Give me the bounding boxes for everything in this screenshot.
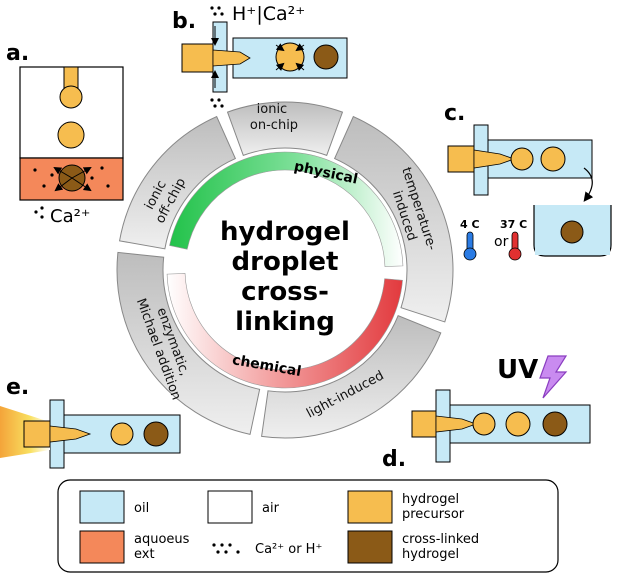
- legend-aqueous-2: ext: [134, 547, 155, 562]
- legend-crosslinked-2: hydrogel: [402, 547, 459, 562]
- legend: oil air hydrogel precursor aquoeus ext C…: [57, 479, 559, 573]
- panel-b-label: b.: [172, 9, 196, 34]
- center-title-4: linking: [235, 307, 335, 337]
- segment-temperature-induced: [333, 115, 454, 323]
- temp-cold: 4 C: [460, 218, 480, 231]
- physical-arc: [169, 151, 404, 267]
- panel-c-label: c.: [444, 101, 465, 126]
- legend-precursor-1: hydrogel: [402, 492, 459, 507]
- seg-label-ionic-onchip-2: on-chip: [250, 118, 298, 133]
- uv-bolt-icon: [539, 355, 568, 399]
- temp-hot: 37 C: [500, 218, 527, 231]
- svg-text:aquoeus ext: aquoeus ext: [134, 532, 194, 562]
- segment-ionic-onchip: [226, 101, 344, 156]
- panel-e-label: e.: [6, 375, 29, 400]
- legend-aqueous-1: aquoeus: [134, 532, 190, 547]
- panel-e: e.: [0, 375, 181, 469]
- legend-crosslinked-1: cross-linked: [402, 532, 479, 547]
- panel-b: b. H⁺|Ca²⁺: [172, 3, 348, 108]
- panel-a-label: a.: [6, 41, 29, 66]
- panel-d-label: d.: [382, 447, 406, 472]
- panel-a: a. Ca²⁺: [6, 41, 124, 227]
- panel-b-ions: H⁺|Ca²⁺: [232, 3, 305, 25]
- legend-ions: Ca²⁺ or H⁺: [255, 542, 322, 557]
- center-title-3: cross-: [241, 277, 329, 307]
- svg-text:ionic on-chip: ionic on-chip: [250, 102, 298, 133]
- segment-light-induced: [261, 315, 442, 439]
- seg-label-ionic-onchip-1: ionic: [257, 102, 288, 117]
- legend-precursor-2: precursor: [402, 507, 465, 522]
- uv-label: UV: [497, 355, 538, 385]
- legend-oil: oil: [134, 501, 149, 516]
- segment-ionic-offchip: [118, 115, 237, 250]
- legend-ions-dots-icon: [212, 543, 240, 554]
- svg-text:hydrogel precursor: hydrogel precursor: [402, 492, 465, 522]
- panel-a-ion: Ca²⁺: [50, 206, 90, 227]
- temp-or: or: [494, 234, 509, 250]
- legend-air: air: [262, 501, 280, 516]
- segment-enzymatic: [116, 251, 261, 435]
- center-title-2: droplet: [232, 247, 339, 277]
- center-title-1: hydrogel: [220, 217, 350, 247]
- panel-c: c. 4 C 37 C or: [444, 101, 612, 261]
- chemical-arc: [166, 273, 403, 389]
- svg-text:cross-linked hydrogel: cross-linked hydrogel: [402, 532, 483, 562]
- panel-d: UV d.: [382, 355, 591, 472]
